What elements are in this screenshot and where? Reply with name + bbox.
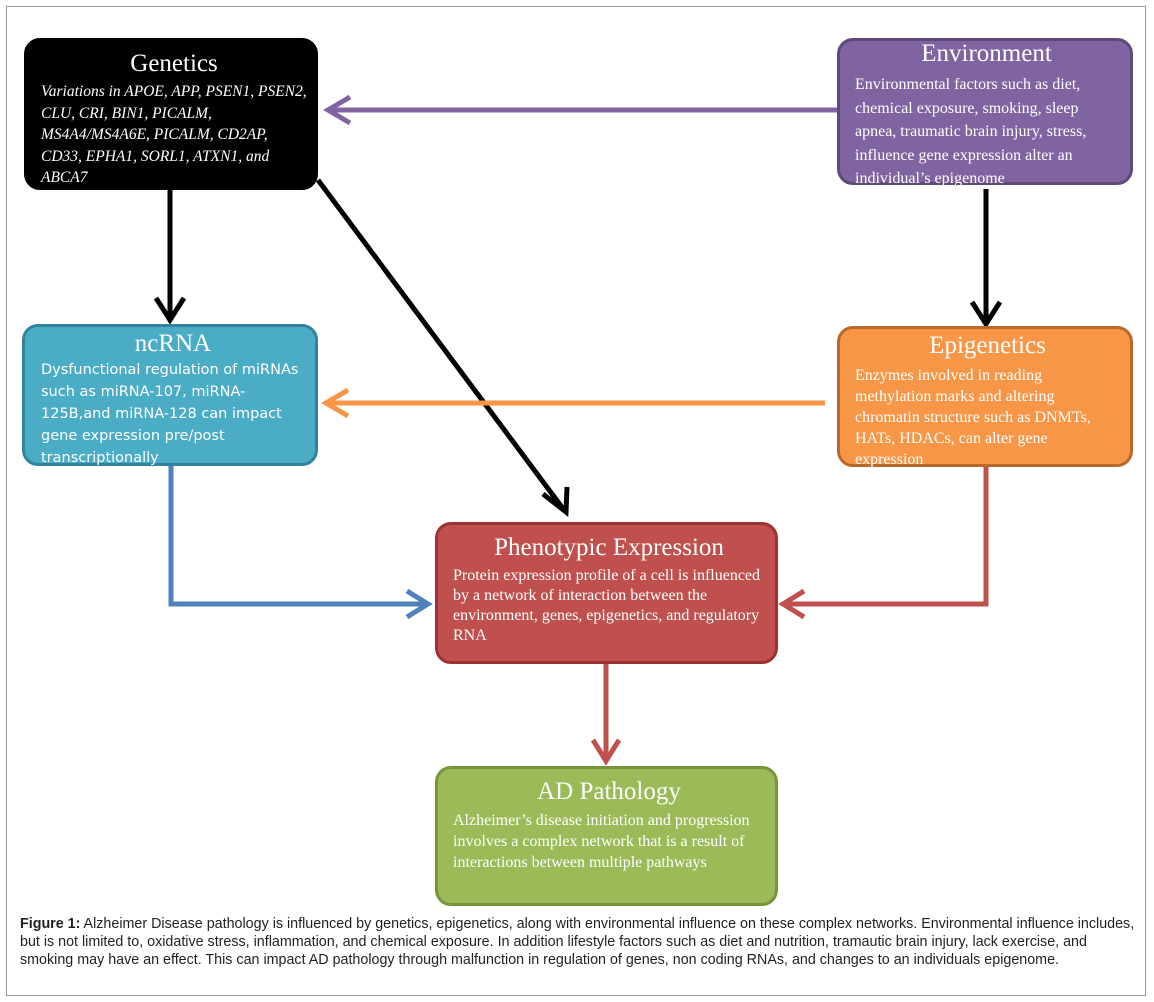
arrowhead-phenotypic-to-adpathology [590,738,622,766]
epigenetics-body: Enzymes involved in reading methylation … [855,367,1091,468]
genetics-body: Variations in APOE, APP, PSEN1, PSEN2, C… [41,83,307,186]
arrowhead-environment-to-genetics [323,94,352,126]
environment-title: Environment [921,40,1052,67]
caption-label: Figure 1: [20,916,81,932]
ad-pathology-box: AD Pathology Alzheimer’s disease initiat… [435,766,778,906]
phenotypic-expression-box: Phenotypic Expression Protein expression… [435,522,778,664]
genetics-box: Genetics Variations in APOE, APP, PSEN1,… [24,38,318,190]
ad-pathology-body: Alzheimer’s disease initiation and progr… [453,812,750,871]
environment-body: Environmental factors such as diet, chem… [855,76,1087,187]
arrow-epigenetics-to-phenotypic [786,467,989,607]
environment-box: Environment Environmental factors such a… [837,38,1133,187]
ncrna-body: Dysfunctional regulation of miRNAs such … [41,362,299,466]
figure-frame [6,6,1146,996]
ncrna-box: ncRNA Dysfunctional regulation of miRNAs… [22,324,318,466]
phenotypic-expression-title: Phenotypic Expression [494,534,724,561]
arrowhead-genetics-to-ncrna [153,296,187,325]
genetics-title: Genetics [130,50,218,77]
ad-pathology-title: AD Pathology [537,778,681,805]
arrow-ncrna-to-phenotypic [168,466,425,607]
arrowhead-epigenetics-to-phenotypic [778,588,806,620]
arrowhead-ncrna-to-phenotypic [405,588,433,620]
ncrna-title: ncRNA [134,330,212,357]
phenotypic-expression-body: Protein expression profile of a cell is … [453,567,761,644]
arrow-genetics-to-phenotypic [315,178,567,512]
caption-text: Alzheimer Disease pathology is influence… [20,916,1135,968]
arrowhead-epigenetics-to-ncrna [321,387,350,419]
epigenetics-title: Epigenetics [929,332,1046,359]
arrowhead-environment-to-epigenetics [969,300,1003,329]
epigenetics-box: Epigenetics Enzymes involved in reading … [837,326,1133,468]
figure-caption: Figure 1: Alzheimer Disease pathology is… [20,915,1135,969]
arrowhead-genetics-to-phenotypic [541,486,570,517]
